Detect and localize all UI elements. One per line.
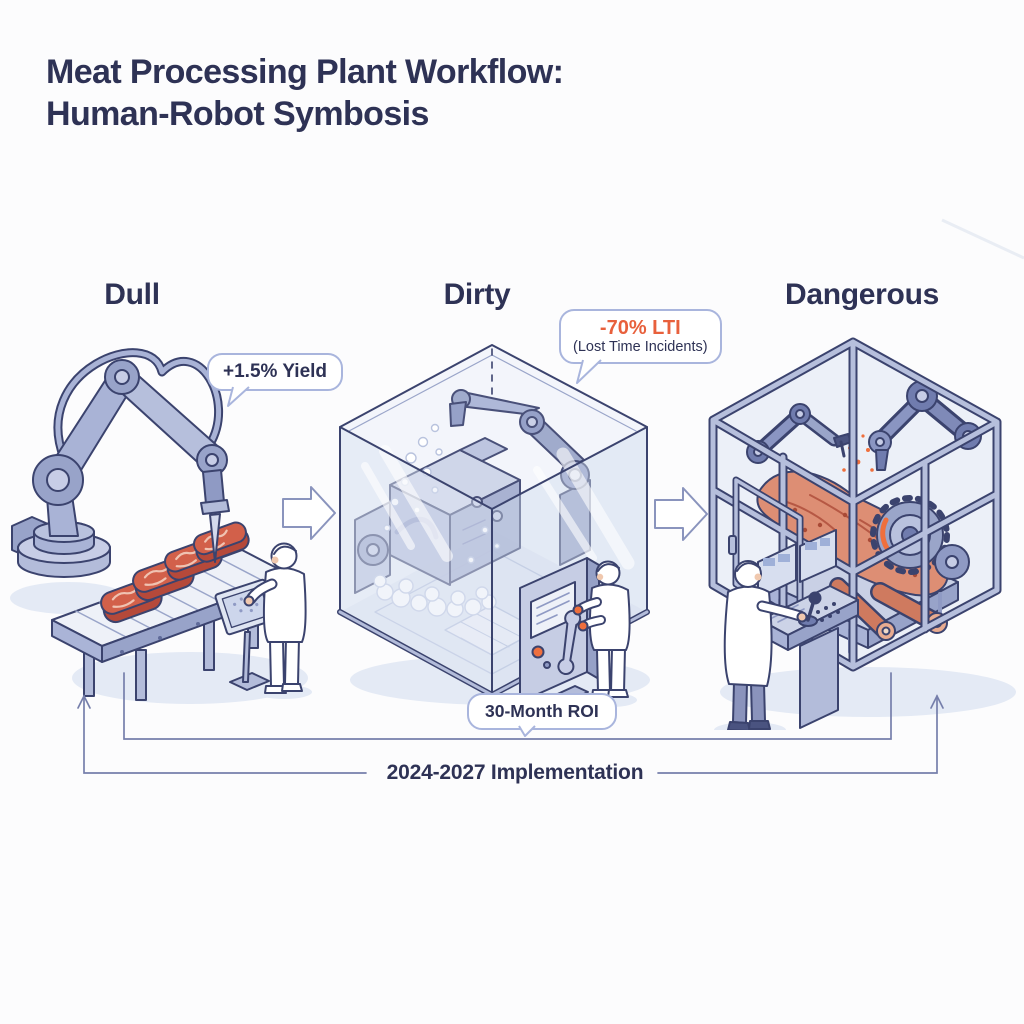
meat-steaks	[100, 521, 250, 624]
section-label-dangerous: Dangerous	[785, 278, 939, 311]
dangerous-scene-illustration	[708, 337, 1016, 730]
yield-callout-text: +1.5% Yield	[223, 361, 328, 382]
lti-callout-caption: (Lost Time Incidents)	[573, 339, 708, 355]
yield-callout: +1.5% Yield	[207, 353, 344, 407]
lti-callout-value: -70% LTI	[599, 317, 681, 339]
timeline-label: 2024-2027 Implementation	[386, 761, 644, 784]
section-label-dull: Dull	[104, 278, 160, 311]
bubble-tail	[576, 359, 602, 385]
conveyor-belt	[51, 521, 293, 701]
foam	[373, 574, 497, 618]
water-spray	[383, 423, 501, 564]
roi-callout-text: 30-Month ROI	[485, 701, 599, 721]
machinery	[354, 389, 591, 594]
bubble-tail	[227, 386, 250, 407]
roi-callout: 30-Month ROI	[467, 693, 617, 737]
wrench-icon	[557, 609, 582, 675]
dirty-scene-illustration	[337, 344, 650, 709]
page-title: Meat Processing Plant Workflow: Human-Ro…	[46, 52, 564, 136]
section-label-dirty: Dirty	[443, 278, 511, 311]
robot-arm	[11, 348, 230, 578]
title-line1: Meat Processing Plant Workflow:	[46, 53, 564, 91]
title-line2: Human-Robot Symbosis	[46, 94, 429, 133]
corner-accent-line	[941, 218, 1024, 260]
lti-callout: -70% LTI (Lost Time Incidents)	[559, 309, 722, 385]
bubble-tail	[518, 725, 536, 737]
